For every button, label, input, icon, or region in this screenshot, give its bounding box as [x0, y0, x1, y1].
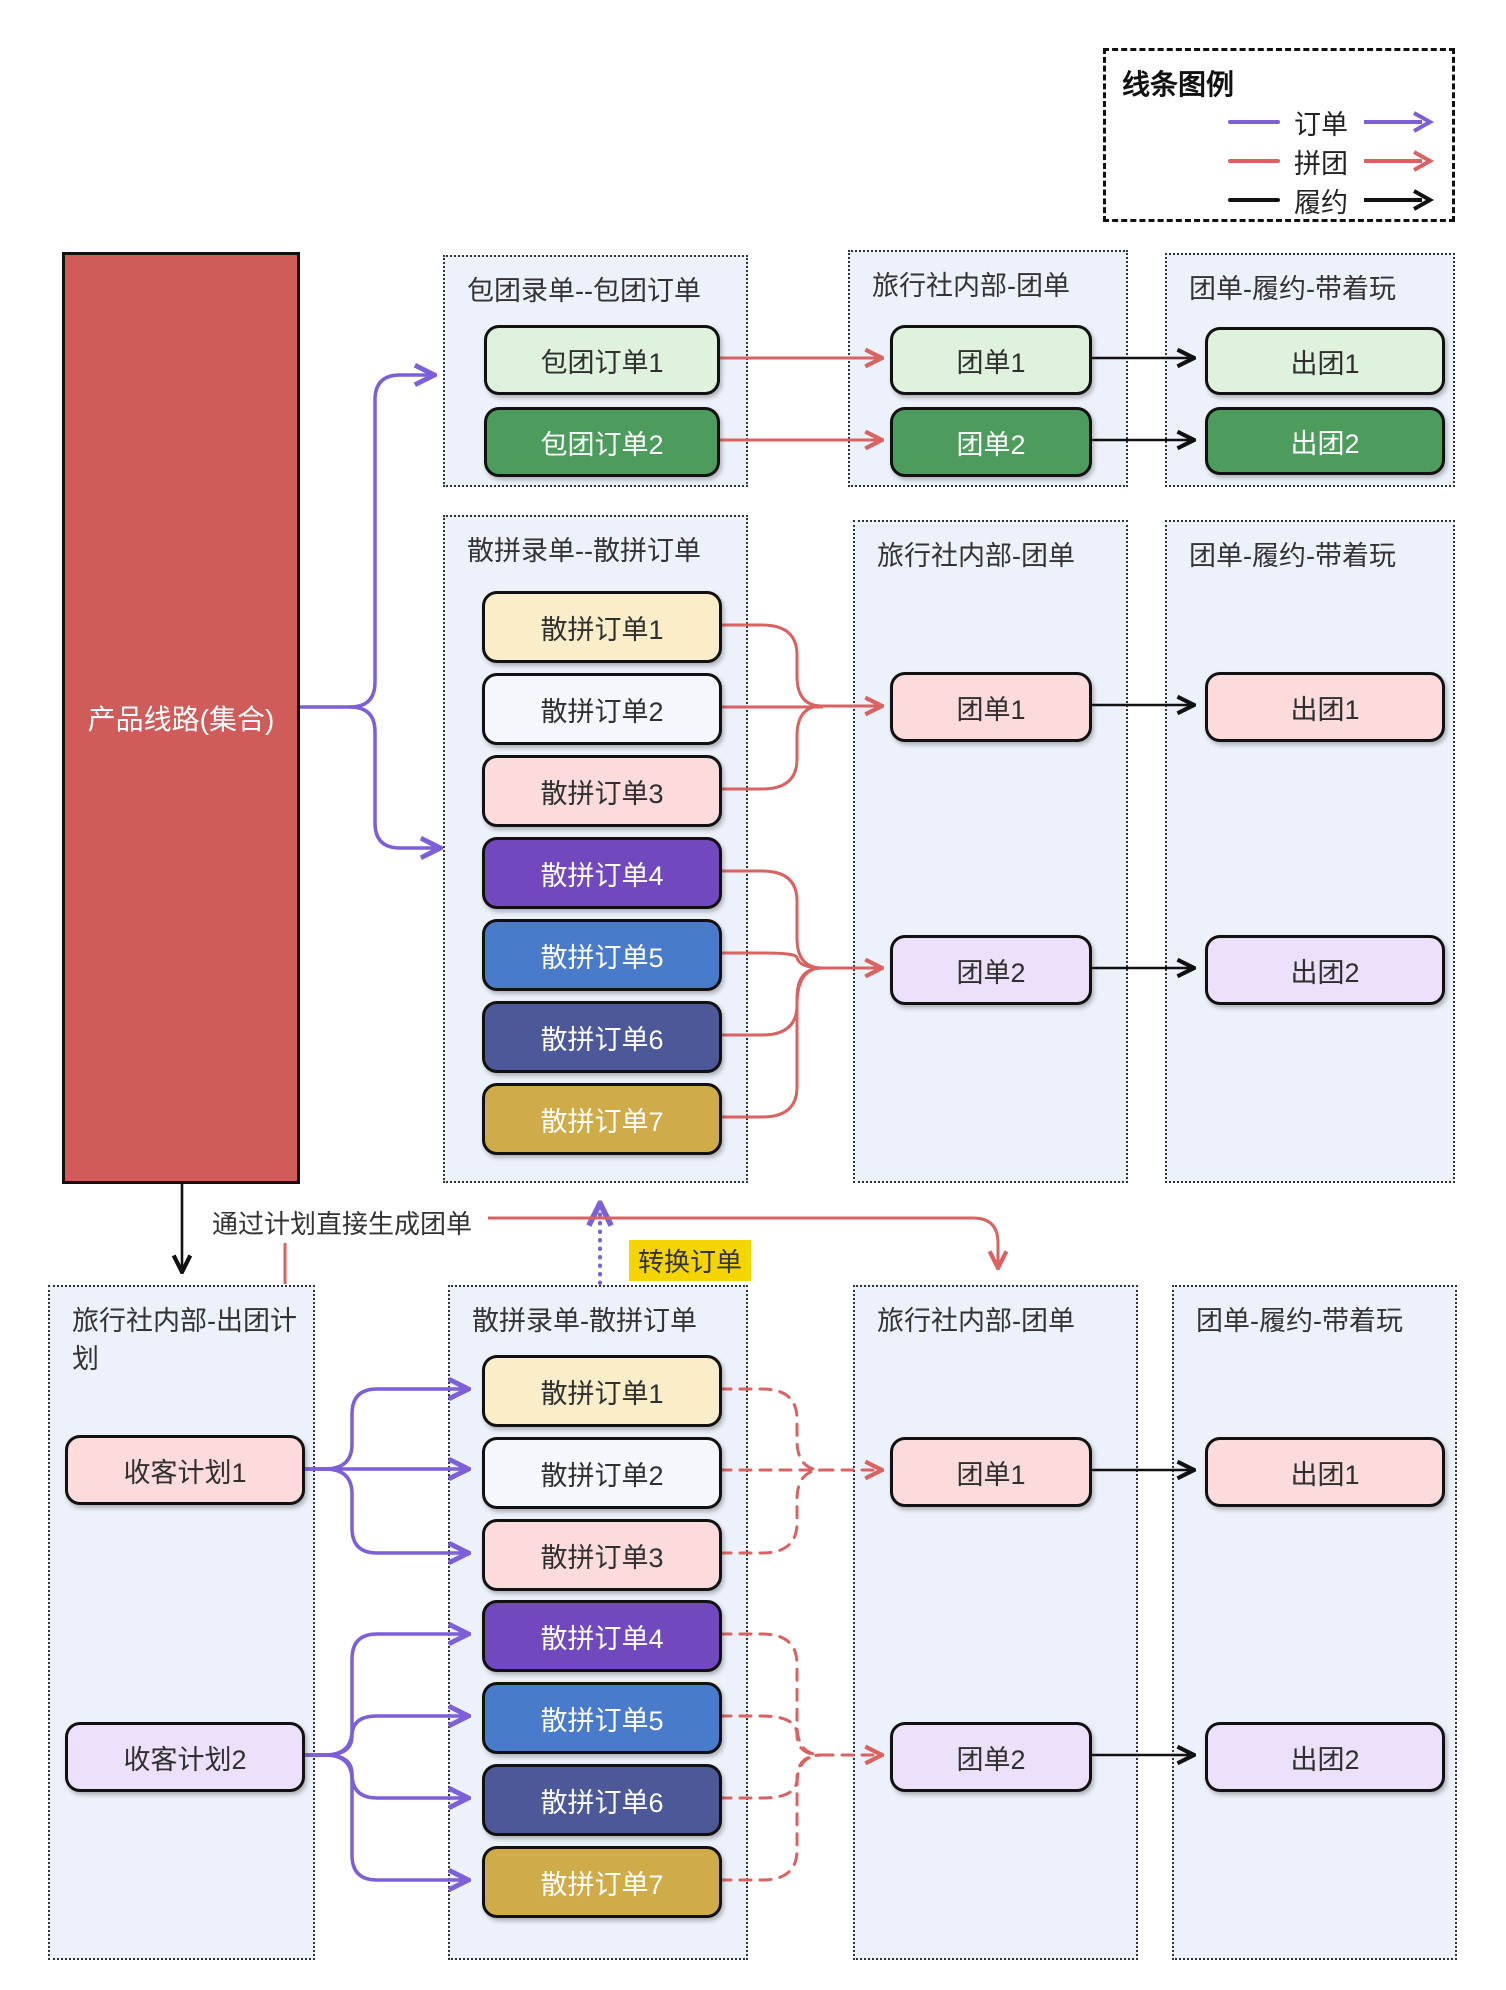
pin-line-sample: [1228, 159, 1280, 163]
node-tuandan-bot-2: 团单2: [890, 1722, 1092, 1792]
order-arrow-icon: [1364, 111, 1435, 133]
group-lvyue-mid: 团单-履约-带着玩 出团1 出团2: [1165, 520, 1455, 1183]
node-sanpin-mid-2: 散拼订单2: [482, 673, 722, 745]
legend-title: 线条图例: [1122, 69, 1235, 100]
node-chutuan-mid-1: 出团1: [1205, 672, 1445, 742]
group-title: 团单-履约-带着玩: [1196, 1306, 1403, 1336]
line-legend: 线条图例 订单 拼团 履约: [1103, 48, 1455, 222]
group-baotuan-orders: 包团录单--包团订单 包团订单1 包团订单2: [443, 255, 748, 487]
group-title: 散拼录单--散拼订单: [467, 536, 701, 566]
node-sanpin-bot-2: 散拼订单2: [482, 1437, 722, 1509]
node-tuandan-top-2: 团单2: [890, 407, 1092, 477]
group-tuandan-mid: 旅行社内部-团单 团单1 团单2: [853, 520, 1128, 1183]
group-tuandan-top: 旅行社内部-团单 团单1 团单2: [848, 250, 1128, 487]
fulfill-arrow-icon: [1364, 189, 1435, 211]
node-tuandan-mid-1: 团单1: [890, 672, 1092, 742]
node-chutuan-bot-2: 出团2: [1205, 1722, 1445, 1792]
group-title: 团单-履约-带着玩: [1189, 541, 1396, 571]
group-title: 散拼录单-散拼订单: [472, 1306, 697, 1336]
group-title: 旅行社内部-团单: [872, 271, 1070, 301]
node-chutuan-top-1: 出团1: [1205, 327, 1445, 395]
group-sanpin-orders-bottom: 散拼录单-散拼订单 散拼订单1 散拼订单2 散拼订单3 散拼订单4 散拼订单5 …: [448, 1285, 748, 1960]
node-sanpin-mid-5: 散拼订单5: [482, 919, 722, 991]
group-title: 旅行社内部-团单: [877, 1306, 1075, 1336]
node-sanpin-mid-7: 散拼订单7: [482, 1083, 722, 1155]
node-sanpin-bot-7: 散拼订单7: [482, 1846, 722, 1918]
order-line-sample: [1228, 120, 1280, 124]
node-sanpin-mid-3: 散拼订单3: [482, 755, 722, 827]
legend-item-fulfill: 履约: [1228, 185, 1438, 218]
node-sanpin-bot-5: 散拼订单5: [482, 1682, 722, 1754]
node-sanpin-bot-1: 散拼订单1: [482, 1355, 722, 1427]
node-sanpin-bot-3: 散拼订单3: [482, 1519, 722, 1591]
group-lvyue-bottom: 团单-履约-带着玩 出团1 出团2: [1172, 1285, 1457, 1960]
node-tuandan-top-1: 团单1: [890, 325, 1092, 395]
group-tuandan-bottom: 旅行社内部-团单 团单1 团单2: [853, 1285, 1138, 1960]
node-sanpin-mid-6: 散拼订单6: [482, 1001, 722, 1073]
legend-label-pin: 拼团: [1294, 148, 1348, 179]
node-tuandan-mid-2: 团单2: [890, 935, 1092, 1005]
group-title: 旅行社内部-团单: [877, 541, 1075, 571]
node-chutuan-mid-2: 出团2: [1205, 935, 1445, 1005]
group-title: 旅行社内部-出团计划: [72, 1306, 297, 1374]
group-plans: 旅行社内部-出团计划 收客计划1 收客计划2: [48, 1285, 315, 1960]
node-product-line: 产品线路(集合): [62, 252, 300, 1184]
node-chutuan-bot-1: 出团1: [1205, 1437, 1445, 1507]
annotation-generate-tuandan: 通过计划直接生成团单: [196, 1202, 488, 1243]
annotation-convert-order: 转换订单: [629, 1240, 752, 1281]
group-sanpin-orders-mid: 散拼录单--散拼订单 散拼订单1 散拼订单2 散拼订单3 散拼订单4 散拼订单5…: [443, 515, 748, 1183]
node-sanpin-bot-6: 散拼订单6: [482, 1764, 722, 1836]
fulfill-line-sample: [1228, 198, 1280, 202]
legend-item-order: 订单: [1228, 107, 1438, 140]
node-sanpin-bot-4: 散拼订单4: [482, 1600, 722, 1672]
legend-label-fulfill: 履约: [1294, 187, 1348, 218]
node-plan-2: 收客计划2: [65, 1722, 305, 1792]
node-sanpin-mid-1: 散拼订单1: [482, 591, 722, 663]
node-chutuan-top-2: 出团2: [1205, 407, 1445, 475]
group-lvyue-top: 团单-履约-带着玩 出团1 出团2: [1165, 253, 1455, 487]
node-plan-1: 收客计划1: [65, 1435, 305, 1505]
pin-arrow-icon: [1364, 150, 1435, 172]
group-title: 包团录单--包团订单: [467, 276, 701, 306]
group-title: 团单-履约-带着玩: [1189, 274, 1396, 304]
legend-label-order: 订单: [1294, 109, 1348, 140]
node-tuandan-bot-1: 团单1: [890, 1437, 1092, 1507]
legend-item-pin: 拼团: [1228, 146, 1438, 179]
node-sanpin-mid-4: 散拼订单4: [482, 837, 722, 909]
node-baotuan-order-2: 包团订单2: [484, 407, 720, 477]
node-baotuan-order-1: 包团订单1: [484, 325, 720, 395]
